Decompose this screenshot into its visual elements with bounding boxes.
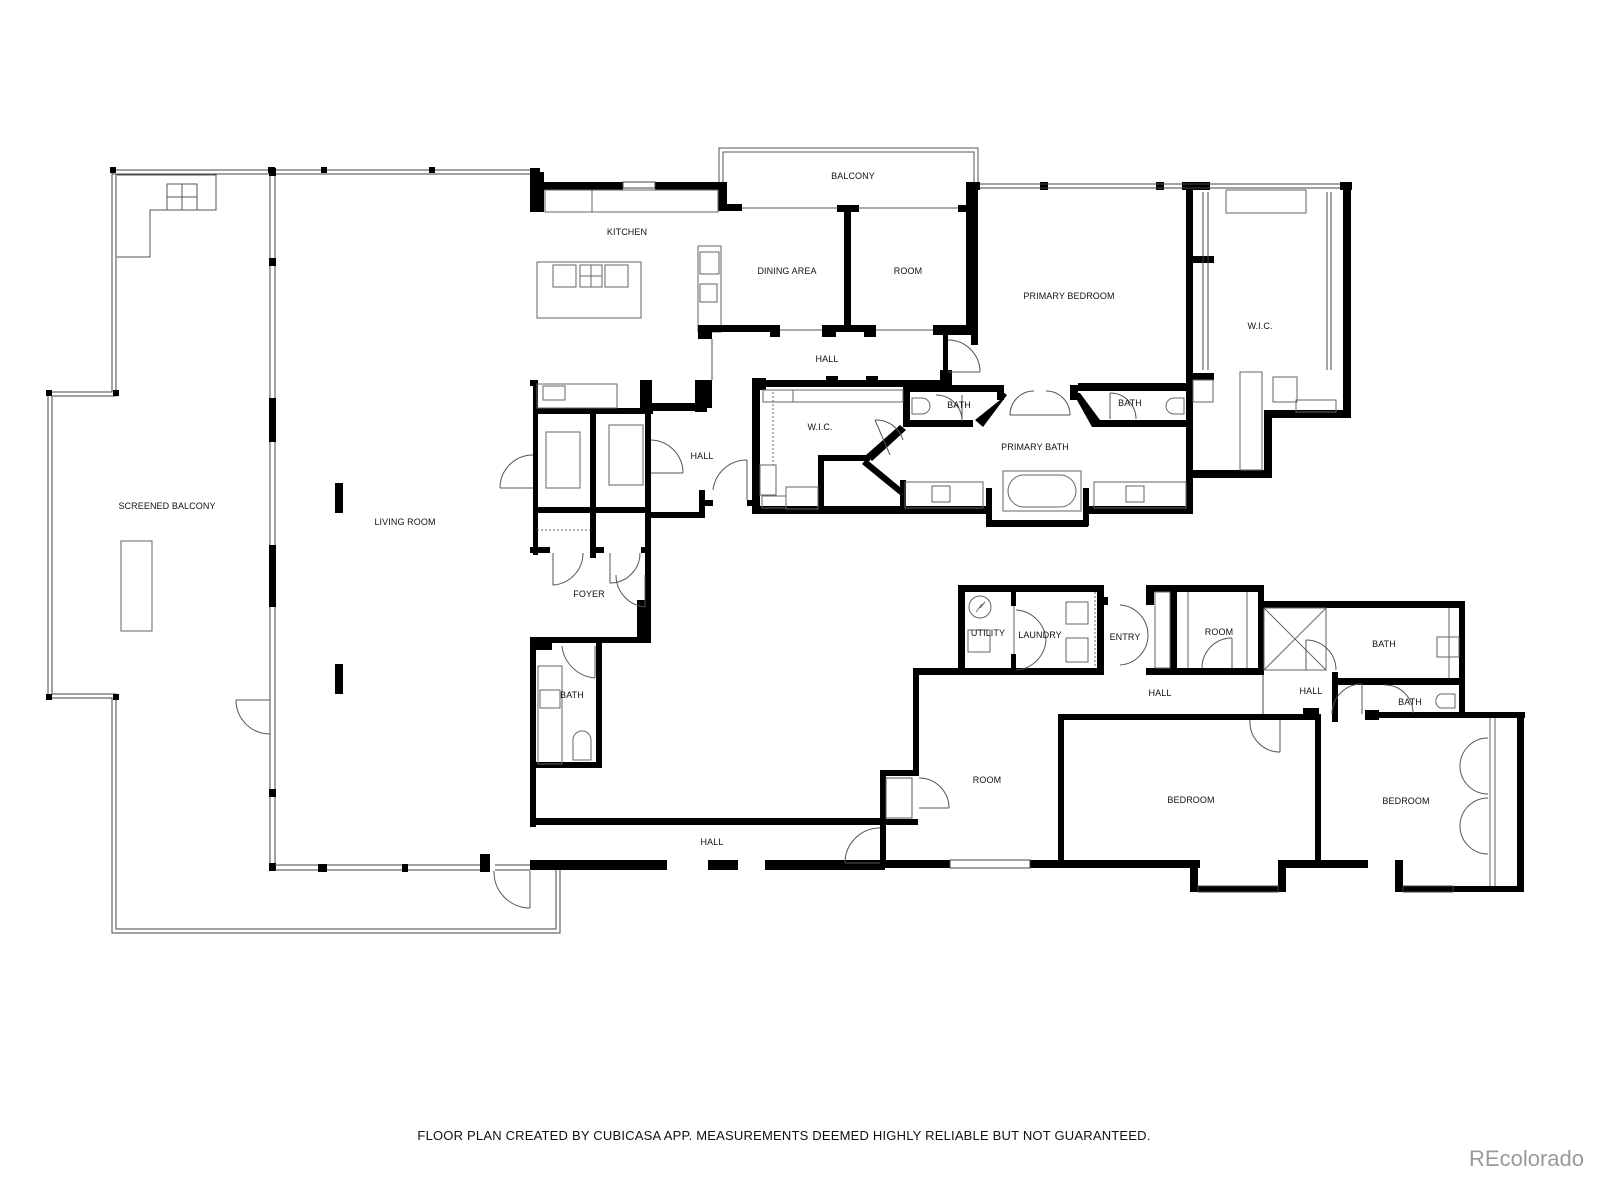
column <box>335 664 343 694</box>
room-label-bath-left-primary: BATH <box>947 400 971 410</box>
bathtub <box>1002 470 1082 512</box>
room-label-balcony: BALCONY <box>831 171 875 181</box>
column <box>335 483 343 513</box>
room-label-hall-lower: HALL <box>1148 688 1172 698</box>
room-label-bath-right-primary: BATH <box>1118 398 1142 408</box>
room-label-screened-balcony: SCREENED BALCONY <box>118 501 216 511</box>
balcony-table <box>120 540 153 632</box>
room-label-bath-guest: BATH <box>1372 639 1396 649</box>
room-label-room-top: ROOM <box>893 266 923 276</box>
room-label-hall-bottom: HALL <box>700 837 724 847</box>
room-label-kitchen: KITCHEN <box>606 227 648 237</box>
room-label-wic-primary: W.I.C. <box>1247 321 1273 331</box>
room-label-hall-lower-right: HALL <box>1299 686 1323 696</box>
room-label-bedroom-1: BEDROOM <box>1167 795 1215 805</box>
balcony-railing <box>718 147 979 209</box>
room-label-living-room: LIVING ROOM <box>374 517 436 527</box>
room-label-wic-bath: W.I.C. <box>807 422 833 432</box>
room-label-room-mid: ROOM <box>1204 627 1234 637</box>
room-label-primary-bath: PRIMARY BATH <box>1001 442 1069 452</box>
room-label-entry: ENTRY <box>1109 632 1141 642</box>
room-label-dining-area: DINING AREA <box>757 266 817 276</box>
balcony-door <box>235 699 271 735</box>
room-label-hall-mid: HALL <box>690 451 714 461</box>
room-label-bath-small: BATH <box>1398 697 1422 707</box>
room-label-room-lower: ROOM <box>972 775 1002 785</box>
screened-balcony-walls <box>47 169 561 934</box>
bathroom-fixtures <box>759 389 1187 512</box>
floor-plan-disclaimer: FLOOR PLAN CREATED BY CUBICASA APP. MEAS… <box>417 1128 1151 1143</box>
kitchen-island <box>536 261 642 319</box>
room-label-bedroom-2: BEDROOM <box>1382 796 1430 806</box>
room-label-utility: UTILITY <box>970 628 1006 638</box>
room-label-bath-powder: BATH <box>560 690 584 700</box>
recolorado-watermark: REcolorado <box>1469 1146 1584 1171</box>
room-label-laundry: LAUNDRY <box>1018 630 1062 640</box>
screened-balcony-posts <box>46 167 435 700</box>
living-west-wall <box>269 172 276 868</box>
room-label-primary-bedroom: PRIMARY BEDROOM <box>1023 291 1115 301</box>
room-label-hall-top: HALL <box>815 354 839 364</box>
room-label-foyer: FOYER <box>573 589 605 599</box>
kitchen-counters <box>536 189 722 333</box>
outdoor-grill-counter <box>117 174 217 258</box>
